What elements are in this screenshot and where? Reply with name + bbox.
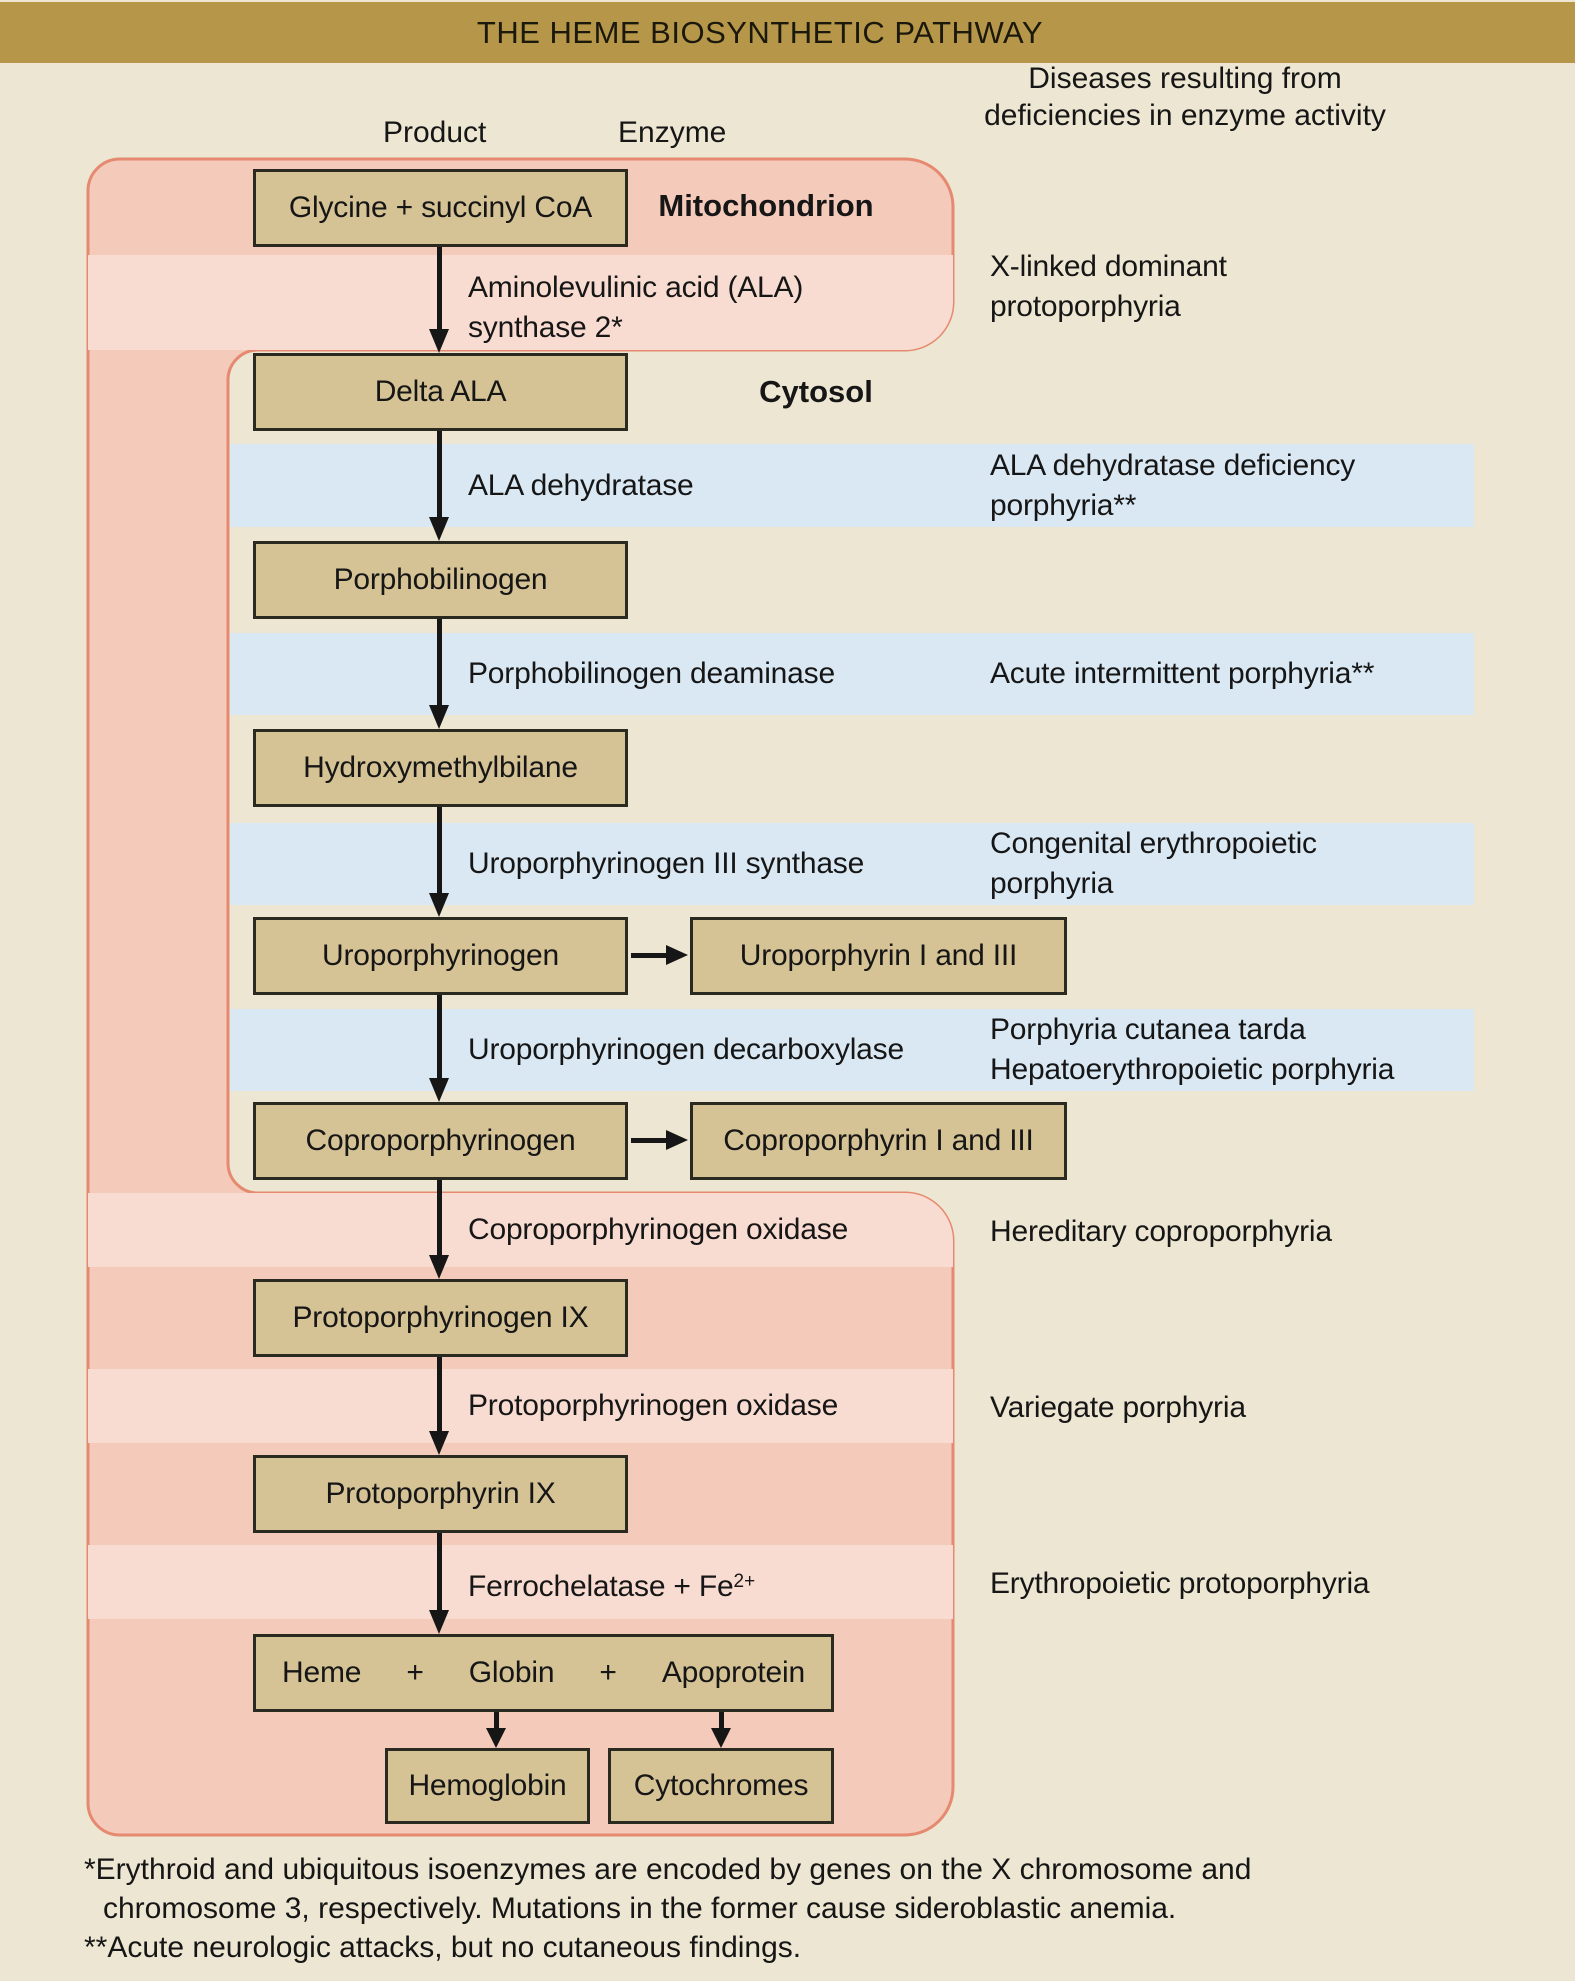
title-bar: THE HEME BIOSYNTHETIC PATHWAY <box>0 2 1575 63</box>
side-product-box-uroporphyrin-i-and-iii: Uroporphyrin I and III <box>690 917 1067 995</box>
footnotes: *Erythroid and ubiquitous isoenzymes are… <box>84 1850 1251 1967</box>
arrow-down-icon <box>429 247 450 353</box>
figure-title: THE HEME BIOSYNTHETIC PATHWAY <box>476 14 1044 50</box>
disease-label-erythropoietic-protoporphyria: Erythropoietic protoporphyria <box>990 1567 1370 1600</box>
column-header-product: Product <box>383 116 487 149</box>
arrow-down-icon <box>711 1712 732 1748</box>
column-header-enzyme: Enzyme <box>618 116 727 149</box>
disease-label-ala-dehydratase-deficiency-porphyria: ALA dehydratase deficiency porphyria** <box>990 449 1356 522</box>
product-box-protoporphyrinogen-ix: Protoporphyrinogen IX <box>253 1279 628 1357</box>
output-box-hemoglobin: Hemoglobin <box>385 1748 590 1824</box>
output-box-cytochromes: Cytochromes <box>608 1748 834 1824</box>
globin-label: Globin <box>468 1656 555 1689</box>
footnote-line3: **Acute neurologic attacks, but no cutan… <box>84 1931 802 1964</box>
arrow-down-icon <box>429 1357 450 1455</box>
disease-label-variegate-porphyria: Variegate porphyria <box>990 1391 1246 1424</box>
enzyme-label-ala-synthase-2: Aminolevulinic acid (ALA) synthase 2* <box>468 271 804 344</box>
product-box-protoporphyrin-ix: Protoporphyrin IX <box>253 1455 628 1533</box>
apoprotein-label: Apoprotein <box>661 1656 805 1689</box>
disease-label-acute-intermittent-porphyria: Acute intermittent porphyria** <box>990 657 1375 690</box>
mitochondrion-enzyme-band <box>88 1193 953 1267</box>
arrow-right-icon <box>631 1130 688 1151</box>
disease-label-porphyria-cutanea-tarda: Porphyria cutanea tarda Hepatoerythropoi… <box>990 1013 1395 1086</box>
product-box-porphobilinogen: Porphobilinogen <box>253 541 628 619</box>
arrow-down-icon <box>429 431 450 541</box>
arrow-down-icon <box>429 619 450 729</box>
product-box-coproporphyrinogen: Coproporphyrinogen <box>253 1102 628 1180</box>
cytosol-label: Cytosol <box>759 374 873 409</box>
product-box-hydroxymethylbilane: Hydroxymethylbilane <box>253 729 628 807</box>
disease-label-x-linked-dominant-protoporphyria: X-linked dominant protoporphyria <box>990 250 1227 323</box>
enzyme-label-protoporphyrinogen-oxidase: Protoporphyrinogen oxidase <box>468 1389 839 1422</box>
product-box-heme-globin-apoprotein: Heme + Globin + Apoprotein <box>253 1634 834 1712</box>
column-header-diseases: Diseases resulting from deficiencies in … <box>955 60 1415 134</box>
arrow-down-icon <box>429 807 450 917</box>
fe2-plus-superscript: 2+ <box>733 1571 756 1592</box>
disease-label-hereditary-coproporphyria: Hereditary coproporphyria <box>990 1215 1332 1248</box>
arrow-down-icon <box>429 1533 450 1634</box>
product-box-delta-ala: Delta ALA <box>253 353 628 431</box>
column-header-diseases-line1: Diseases resulting from <box>1028 62 1342 95</box>
enzyme-label-uroporphyrinogen-decarboxylase: Uroporphyrinogen decarboxylase <box>468 1033 904 1066</box>
arrow-down-icon <box>429 995 450 1102</box>
mitochondrion-enzyme-band <box>88 1369 953 1443</box>
column-header-diseases-line2: deficiencies in enzyme activity <box>984 99 1386 132</box>
enzyme-label-uroporphyrinogen-iii-synthase: Uroporphyrinogen III synthase <box>468 847 865 880</box>
mitochondrion-enzyme-band <box>88 255 953 350</box>
enzyme-label-ala-dehydratase: ALA dehydratase <box>468 469 694 502</box>
mitochondrion-label: Mitochondrion <box>658 188 874 223</box>
enzyme-label-porphobilinogen-deaminase: Porphobilinogen deaminase <box>468 657 835 690</box>
side-product-box-coproporphyrin-i-and-iii: Coproporphyrin I and III <box>690 1102 1067 1180</box>
footnote-line1: *Erythroid and ubiquitous isoenzymes are… <box>84 1853 1252 1886</box>
arrow-down-icon <box>486 1712 507 1748</box>
plus-sign: + <box>406 1656 424 1689</box>
enzyme-label-coproporphyrinogen-oxidase: Coproporphyrinogen oxidase <box>468 1213 849 1246</box>
enzyme-label-ferrochelatase: Ferrochelatase + Fe2+ <box>468 1570 756 1603</box>
arrow-down-icon <box>429 1180 450 1279</box>
product-box-glycine-succinyl-coa: Glycine + succinyl CoA <box>253 169 628 247</box>
disease-label-congenital-erythropoietic-porphyria: Congenital erythropoietic porphyria <box>990 827 1317 900</box>
heme-label: Heme <box>282 1656 362 1689</box>
plus-sign: + <box>599 1656 617 1689</box>
arrow-right-icon <box>631 945 688 966</box>
mitochondrion-enzyme-band <box>88 1545 953 1619</box>
product-box-uroporphyrinogen: Uroporphyrinogen <box>253 917 628 995</box>
footnote-line2: chromosome 3, respectively. Mutations in… <box>103 1892 1177 1925</box>
